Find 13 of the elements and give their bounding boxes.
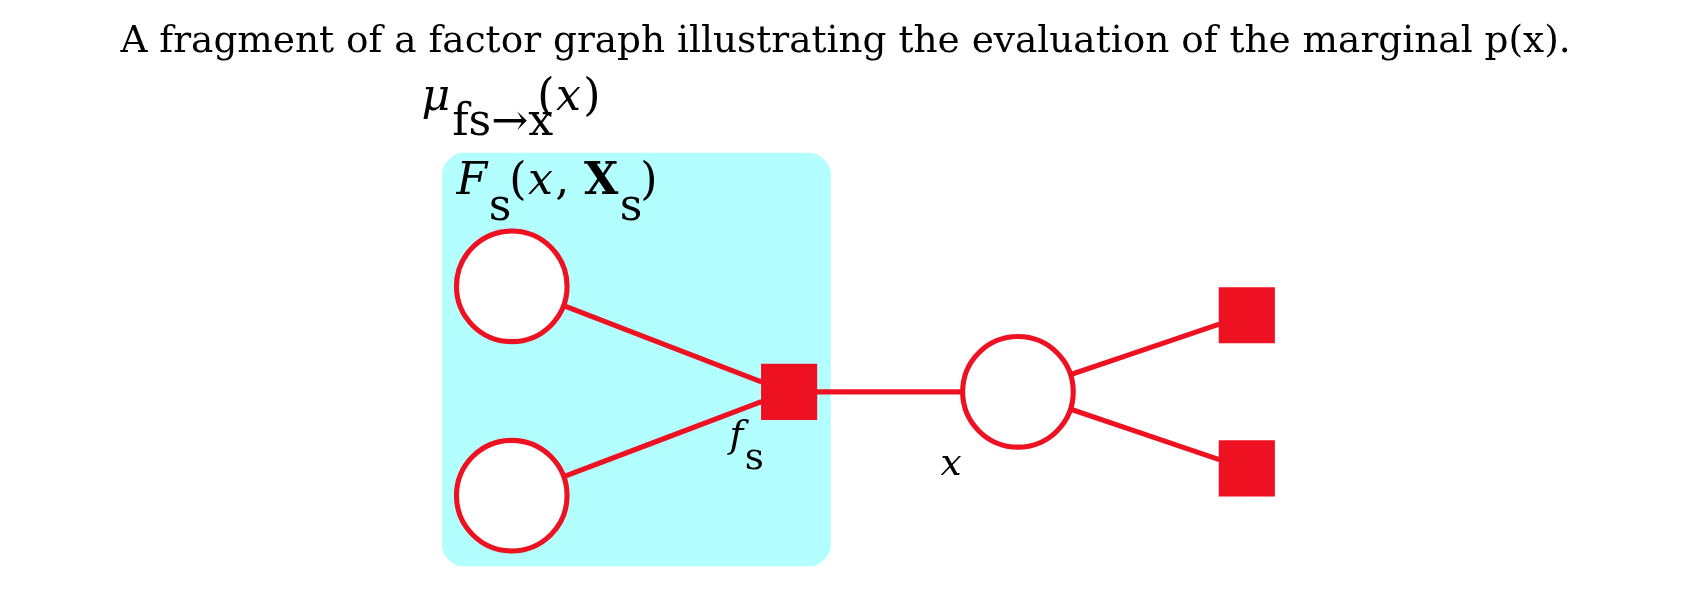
connector [816,389,963,395]
caption: A fragment of a factor graph illustrating the evaluation of the marginal p(x). [120,16,1571,61]
node-box [1218,287,1275,344]
connector [562,303,763,385]
node-label: x [940,440,962,485]
node-box [1218,440,1275,497]
connector [562,399,763,479]
node-circle [960,334,1076,450]
connector [1070,406,1221,463]
node-circle [453,228,570,345]
node-box [761,363,818,420]
connector [1070,321,1221,377]
node-circle [453,437,570,554]
